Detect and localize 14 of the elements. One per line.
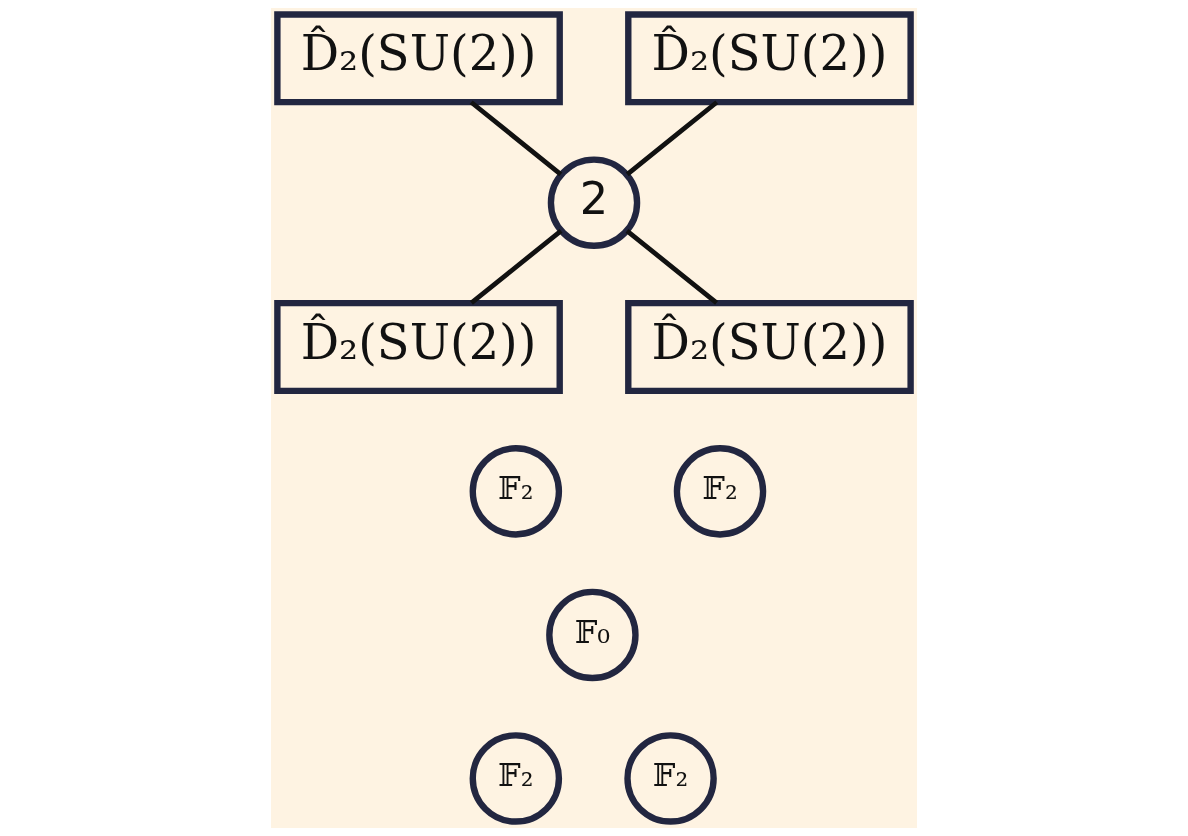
node-box: D̂₂(SU(2)): [274, 299, 563, 395]
connector: [469, 100, 563, 177]
connector: [625, 228, 719, 305]
node-circle: 𝔽₂: [624, 732, 717, 825]
node-circle: 2: [547, 156, 641, 249]
node-circle: 𝔽₂: [469, 445, 563, 538]
node-circle: 𝔽₀: [546, 588, 639, 682]
connector: [625, 100, 719, 177]
node-box: D̂₂(SU(2)): [274, 11, 563, 106]
connector: [469, 228, 563, 305]
node-circle: 𝔽₂: [673, 445, 767, 538]
node-circle: 𝔽₂: [469, 732, 563, 825]
node-box: D̂₂(SU(2)): [625, 11, 914, 106]
node-box: D̂₂(SU(2)): [625, 299, 914, 395]
